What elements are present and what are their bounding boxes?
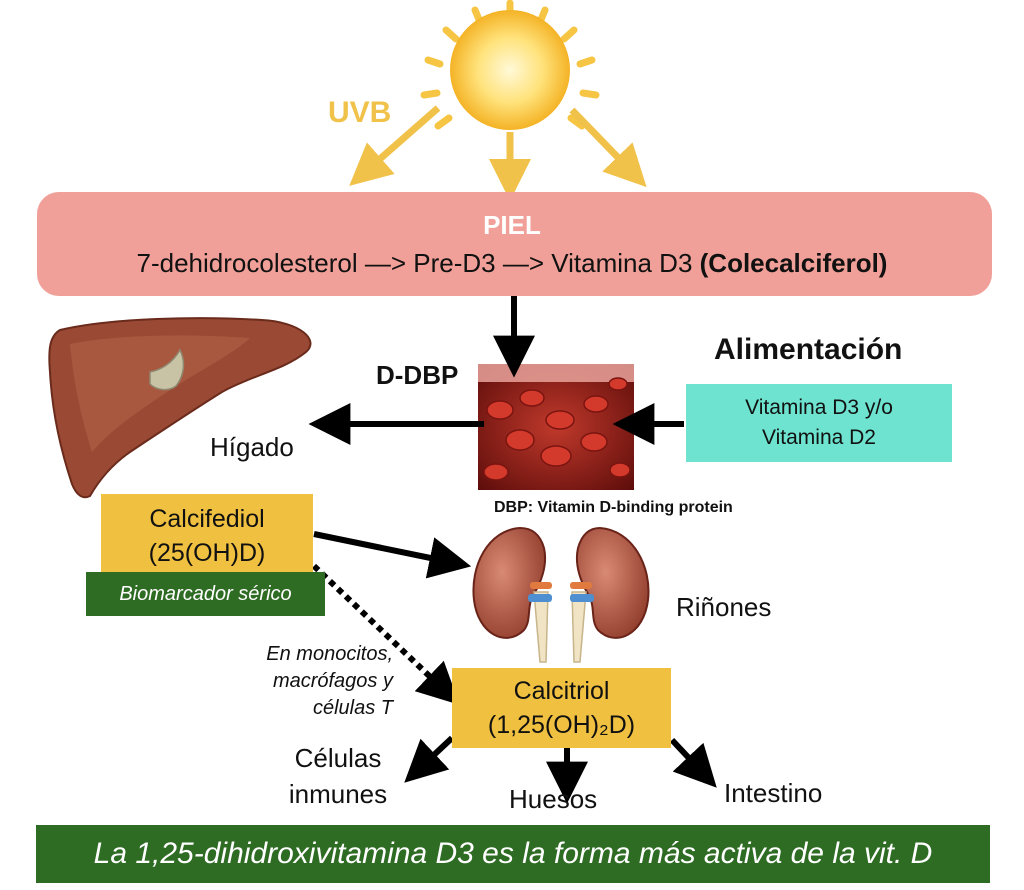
calcifediol-formula: (25(OH)D) [148,539,266,567]
immune-line-1: Células [294,743,382,773]
liver-label: Hígado [210,432,294,462]
footer-text: La 1,25-dihidroxivitamina D3 es la forma… [93,837,933,870]
kidneys-image [472,526,650,663]
diet-line-2: Vitamina D2 [761,426,876,449]
calcifediol-box: Calcifediol (25(OH)D) [101,494,313,578]
calcitriol-box: Calcitriol (1,25(OH)₂D) [452,668,671,748]
extrarenal-line-1: En monocitos, [266,643,393,665]
kidney-label: Riñones [676,592,772,622]
extrarenal-note: En monocitos, macrófagos y células T [218,641,393,722]
footer-banner: La 1,25-dihidroxivitamina D3 es la forma… [36,825,990,883]
blood-vessel-image [478,364,634,490]
pathway-arrows [308,286,717,804]
calcifediol-name: Calcifediol [149,505,265,533]
uvb-arrows [349,105,647,201]
calcitriol-name: Calcitriol [513,677,610,705]
skin-pathway: 7-dehidrocolesterol —> Pre-D3 —> Vitamin… [0,248,1024,279]
sun-icon [420,0,600,130]
calcitriol-formula: (1,25(OH)₂D) [487,711,636,739]
diet-title: Alimentación [714,333,903,366]
dbp-note: DBP: Vitamin D-binding protein [494,499,733,516]
skin-pathway-text: 7-dehidrocolesterol —> Pre-D3 —> Vitamin… [136,248,693,278]
skin-box [37,192,992,296]
biomarker-label: Biomarcador sérico [119,582,292,605]
skin-title: PIEL [483,210,541,240]
uvb-label: UVB [328,96,392,129]
extrarenal-line-2: macrófagos y [272,670,393,692]
biomarker-badge: Biomarcador sérico [86,572,325,616]
diet-box: Vitamina D3 y/o Vitamina D2 [686,384,952,462]
diet-line-1: Vitamina D3 y/o [745,396,893,419]
bones-label: Huesos [509,784,598,814]
liver-image [48,317,312,499]
intestine-label: Intestino [724,778,823,808]
extrarenal-line-3: células T [312,697,393,719]
immune-cells-label: Células inmunes [282,740,394,812]
skin-pathway-bold: (Colecalciferol) [699,248,888,278]
carrier-label: D-DBP [376,360,459,390]
immune-line-2: inmunes [288,779,388,809]
